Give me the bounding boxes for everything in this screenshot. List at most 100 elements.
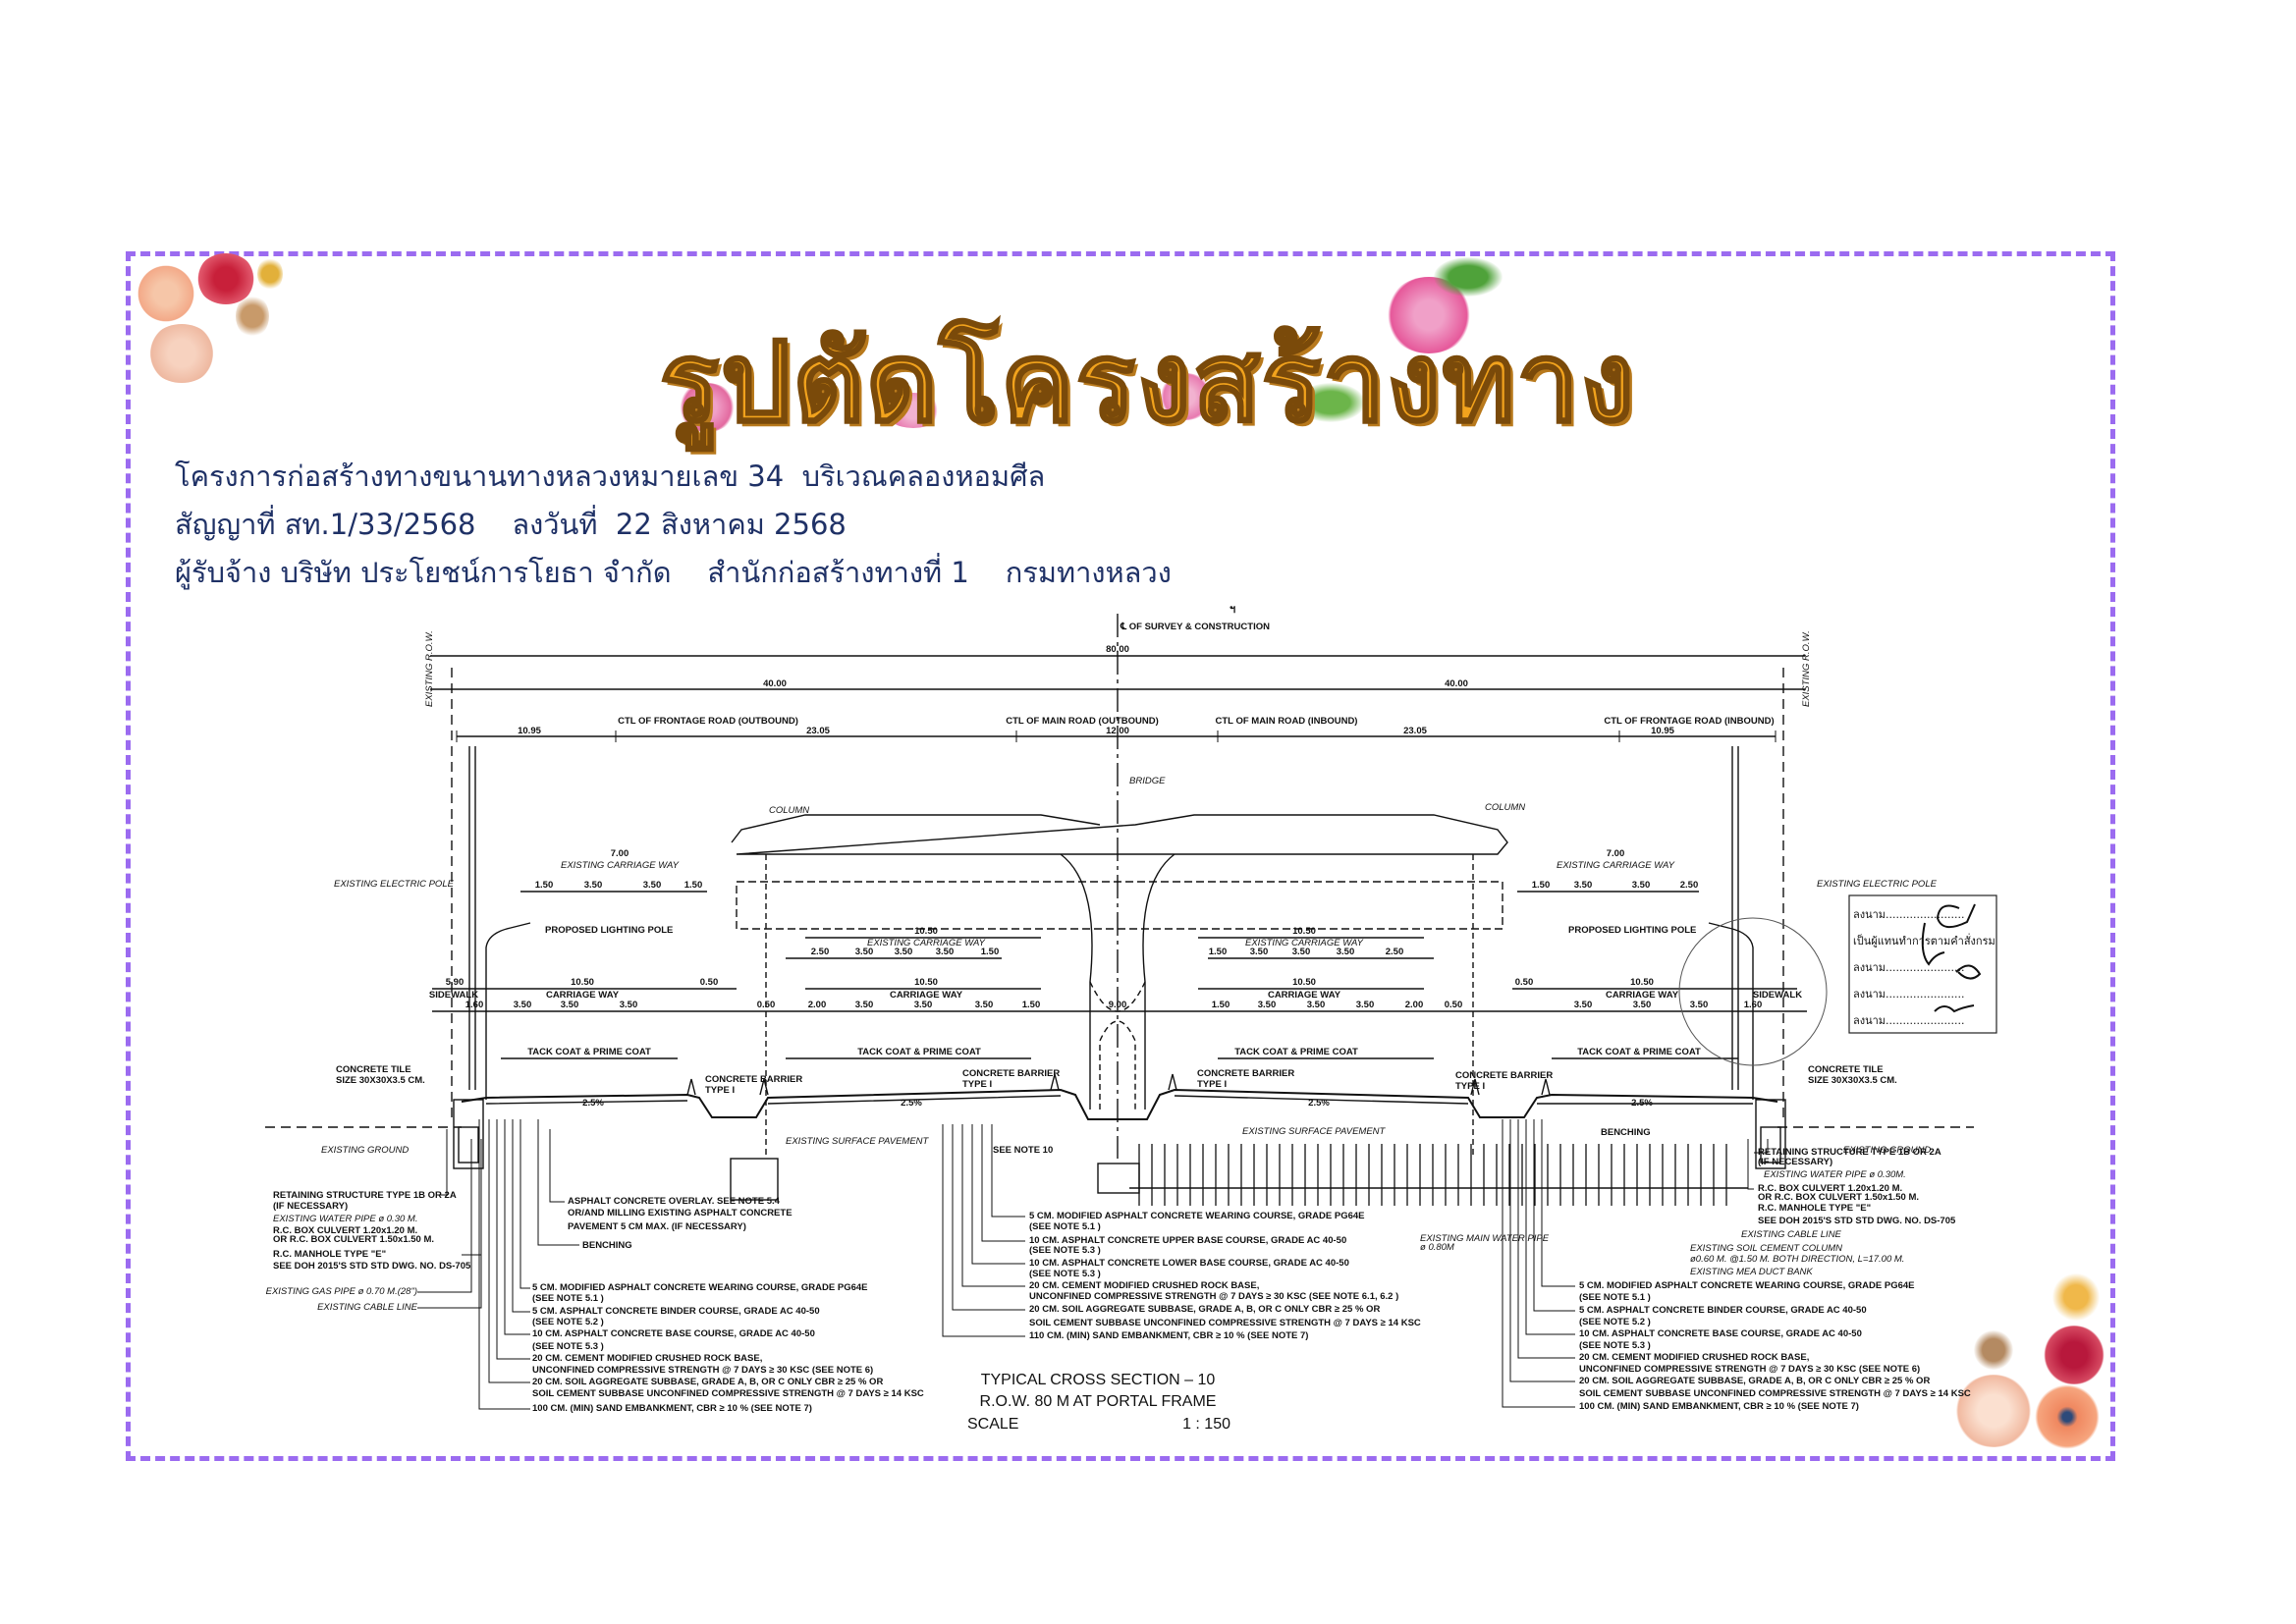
drawing-label-mid: CONCRETE TILE: [336, 1064, 411, 1075]
drawing-lines: [265, 614, 1974, 1410]
drawing-label-left-notes: OR R.C. BOX CULVERT 1.50x1.50 M.: [273, 1234, 434, 1245]
drawing-label-top: ฯ: [1230, 604, 1235, 616]
drawing-label-mid: CONCRETE TILE: [1808, 1064, 1884, 1075]
drawing-label-mid: 2.5%: [582, 1098, 604, 1109]
drawing-label-mid: 10.50: [571, 977, 594, 988]
drawing-label-mid: 3.50: [855, 947, 874, 957]
drawing-label-right-notes: SEE DOH 2015'S STD STD DWG. NO. DS-705: [1758, 1216, 1956, 1226]
drawing-label-main-layers: 10 CM. ASPHALT CONCRETE UPPER BASE COURS…: [1029, 1235, 1346, 1246]
drawing-label-top: 80.00: [1106, 644, 1129, 655]
drawing-label-right-layers: 20 CM. SOIL AGGREGATE SUBBASE, GRADE A, …: [1579, 1376, 1930, 1386]
drawing-label-mid: EXISTING CARRIAGE WAY: [1557, 860, 1675, 871]
drawing-label-top: 23.05: [806, 726, 830, 736]
drawing-label-left-layers: 5 CM. MODIFIED ASPHALT CONCRETE WEARING …: [532, 1282, 868, 1293]
drawing-label-mid: 2.5%: [901, 1098, 922, 1109]
drawing-label-right-layers: 5 CM. MODIFIED ASPHALT CONCRETE WEARING …: [1579, 1280, 1915, 1291]
drawing-label-mid: EXISTING GROUND: [1843, 1145, 1931, 1156]
drawing-label-right-notes: EXISTING SOIL CEMENT COLUMN: [1690, 1243, 1842, 1254]
drawing-label-right-layers: UNCONFINED COMPRESSIVE STRENGTH @ 7 DAYS…: [1579, 1364, 1920, 1375]
drawing-label-main-layers: 20 CM. SOIL AGGREGATE SUBBASE, GRADE A, …: [1029, 1304, 1380, 1315]
drawing-label-right-layers: (SEE NOTE 5.1 ): [1579, 1292, 1651, 1303]
drawing-label-mid: 1.50: [1209, 947, 1228, 957]
signature-line: ลงนาม.......................: [1853, 961, 1964, 974]
drawing-label-right-layers: (SEE NOTE 5.2 ): [1579, 1317, 1651, 1327]
drawing-label-mid: 10.50: [914, 977, 938, 988]
drawing-label-mid: TYPE I: [1197, 1079, 1227, 1090]
drawing-label-left-layers: (SEE NOTE 5.2 ): [532, 1317, 604, 1327]
drawing-label-mid: 3.50: [975, 1000, 994, 1010]
drawing-label-top: 10.95: [518, 726, 541, 736]
signature-box: ลงนาม....................... เป็นผู้แทนท…: [1678, 894, 1997, 1066]
drawing-label-mid: BRIDGE: [1129, 776, 1166, 786]
drawing-label-right-layers: SOIL CEMENT SUBBASE UNCONFINED COMPRESSI…: [1579, 1388, 1971, 1399]
drawing-label-mid: EXISTING CARRIAGE WAY: [561, 860, 680, 871]
drawing-label-mid: CONCRETE BARRIER: [1197, 1068, 1294, 1079]
drawing-label-left-notes: R.C. MANHOLE TYPE "E": [273, 1249, 386, 1260]
row-label-right: EXISTING R.O.W.: [1801, 630, 1812, 707]
drawing-label-mid: CONCRETE BARRIER: [962, 1068, 1060, 1079]
drawing-label-mid: 1.50: [535, 880, 554, 891]
drawing-label-mid: 3.50: [1633, 1000, 1652, 1010]
drawing-label-mid: EXISTING MAIN WATER PIPE: [1420, 1233, 1550, 1244]
drawing-label-left-layers: (SEE NOTE 5.1 ): [532, 1293, 604, 1304]
drawing-label-mid: 0.50: [1515, 977, 1534, 988]
drawing-label-left-layers: 20 CM. CEMENT MODIFIED CRUSHED ROCK BASE…: [532, 1353, 762, 1364]
drawing-label-top: 12.00: [1106, 726, 1129, 736]
drawing-label-main-layers: UNCONFINED COMPRESSIVE STRENGTH @ 7 DAYS…: [1029, 1291, 1398, 1302]
drawing-label-mid: COLUMN: [769, 805, 809, 816]
drawing-label-main-layers: SOIL CEMENT SUBBASE UNCONFINED COMPRESSI…: [1029, 1318, 1421, 1328]
signature-line: ลงนาม.......................: [1853, 1014, 1964, 1027]
drawing-label-mid: 3.50: [643, 880, 662, 891]
drawing-label-mid: 2.50: [1680, 880, 1699, 891]
drawing-label-overlay-notes: OR/AND MILLING EXISTING ASPHALT CONCRETE: [568, 1208, 793, 1218]
page-title: รูปตัดโครงสร้างทาง: [658, 318, 1637, 449]
drawing-label-mid: BENCHING: [1601, 1127, 1651, 1138]
drawing-label-right-notes: EXISTING CABLE LINE: [1741, 1229, 1842, 1240]
drawing-label-mid: CONCRETE BARRIER: [1455, 1070, 1553, 1081]
drawing-label-mid: 3.50: [584, 880, 603, 891]
drawing-label-mid: CARRIAGE WAY: [890, 990, 963, 1001]
drawing-label-mid: 3.50: [1574, 880, 1593, 891]
drawing-label-overlay-notes: ASPHALT CONCRETE OVERLAY. SEE NOTE 5.4: [568, 1196, 781, 1207]
drawing-label-top: CTL OF MAIN ROAD (INBOUND): [1216, 716, 1358, 727]
drawing-label-right-layers: 20 CM. CEMENT MODIFIED CRUSHED ROCK BASE…: [1579, 1352, 1809, 1363]
drawing-label-top: CTL OF FRONTAGE ROAD (OUTBOUND): [618, 716, 798, 727]
drawing-label-top: 40.00: [763, 678, 787, 689]
drawing-label-mid: 2.50: [811, 947, 830, 957]
row-label-left: EXISTING R.O.W.: [424, 630, 435, 707]
drawing-label-mid: PROPOSED LIGHTING POLE: [1568, 925, 1696, 936]
drawing-label-mid: 3.50: [1574, 1000, 1593, 1010]
drawing-label-mid: CONCRETE BARRIER: [705, 1074, 802, 1085]
drawing-label-mid: 2.5%: [1308, 1098, 1330, 1109]
caption-subtitle: R.O.W. 80 M AT PORTAL FRAME: [980, 1393, 1217, 1410]
drawing-label-top: ℄ OF SURVEY & CONSTRUCTION: [1120, 622, 1270, 632]
drawing-label-mid: 3.50: [1307, 1000, 1326, 1010]
project-name: โครงการก่อสร้างทางขนานทางหลวงหมายเลข 34 …: [175, 460, 1046, 493]
drawing-label-main-layers: (SEE NOTE 5.3 ): [1029, 1269, 1101, 1279]
drawing-label-mid: 3.50: [1356, 1000, 1375, 1010]
drawing-label-right-notes: (IF NECESSARY): [1758, 1157, 1832, 1167]
drawing-label-mid: EXISTING SURFACE PAVEMENT: [1242, 1126, 1387, 1137]
drawing-label-mid: ø 0.80M: [1420, 1242, 1454, 1253]
drawing-label-left-notes: EXISTING CABLE LINE: [317, 1302, 418, 1313]
drawing-label-mid: 3.50: [1292, 947, 1311, 957]
caption-title: TYPICAL CROSS SECTION – 10: [981, 1372, 1216, 1388]
drawing-label-mid: 1.50: [981, 947, 1000, 957]
drawing-label-mid: EXISTING ELECTRIC POLE: [334, 879, 455, 890]
drawing-label-mid: 10.50: [1292, 926, 1316, 937]
drawing-label-right-notes: ø0.60 M. @1.50 M. BOTH DIRECTION, L=17.0…: [1690, 1254, 1904, 1265]
drawing-label-mid: 3.50: [1337, 947, 1355, 957]
drawing-label-mid: EXISTING CARRIAGE WAY: [867, 938, 986, 948]
drawing-label-left-layers: 100 CM. (MIN) SAND EMBANKMENT, CBR ≥ 10 …: [532, 1403, 812, 1414]
drawing-label-mid: TYPE I: [705, 1085, 735, 1096]
signature-line: ลงนาม.......................: [1853, 908, 1964, 921]
drawing-label-top: 23.05: [1403, 726, 1427, 736]
drawing-label-mid: TYPE I: [1455, 1081, 1485, 1092]
drawing-label-mid: 3.50: [1690, 1000, 1709, 1010]
drawing-label-mid: SIDEWALK: [429, 990, 478, 1001]
drawing-label-main-layers: 20 CM. CEMENT MODIFIED CRUSHED ROCK BASE…: [1029, 1280, 1259, 1291]
drawing-label-mid: 1.60: [465, 1000, 484, 1010]
drawing-label-overlay-notes: BENCHING: [582, 1240, 632, 1251]
drawing-label-mid: 0.50: [757, 1000, 776, 1010]
drawing-label-mid: 10.50: [1292, 977, 1316, 988]
